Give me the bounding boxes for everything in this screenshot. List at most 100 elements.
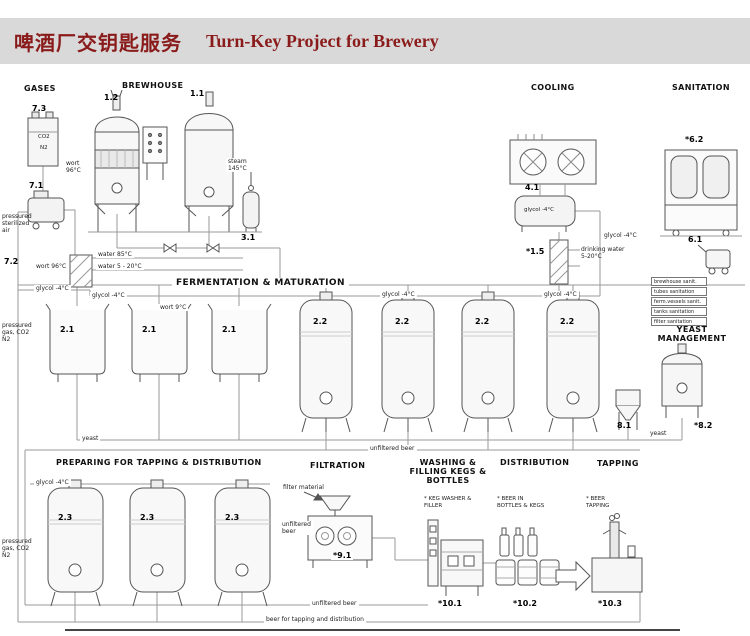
section-preparing: PREPARING FOR TAPPING & DISTRIBUTION	[56, 458, 262, 467]
component-label-2-1-a: 2.1	[60, 325, 75, 334]
component-label-1-1: 1.1	[190, 89, 205, 98]
component-label-10-3: *10.3	[598, 599, 622, 608]
sanitation-list-item: tubes sanitation	[651, 287, 707, 296]
component-label-2-1-c: 2.1	[222, 325, 237, 334]
open-fermenter-2-1-b	[127, 303, 192, 382]
label-glycol-a: glycol -4°C	[34, 285, 71, 293]
label-co2: CO2	[38, 134, 50, 140]
page-title-english: Turn-Key Project for Brewery	[206, 30, 439, 51]
component-label-8-2: *8.2	[694, 421, 713, 430]
label-unfiltered-b: unfiltered beer	[280, 521, 314, 536]
filter-9-1	[307, 495, 373, 568]
label-glycol-e: glycol -4°C	[602, 232, 639, 240]
sanitation-trolley-6-1	[697, 244, 731, 275]
beer-tap-10-3	[591, 513, 643, 593]
label-glycol-d: glycol -4°C	[542, 291, 579, 299]
label-glycol-b: glycol -4°C	[90, 292, 127, 300]
brew-kettle-1-2	[94, 89, 140, 232]
component-label-7-2: 7.2	[4, 257, 19, 266]
maturation-tank-2-2-d	[546, 291, 600, 433]
maturation-tank-2-2-a	[299, 291, 353, 433]
component-label-2-3-a: 2.3	[58, 513, 73, 522]
open-fermenter-2-1-c	[207, 303, 272, 382]
label-keg-washer: * KEG WASHER & FILLER	[424, 496, 472, 509]
label-unfiltered-a: unfiltered beer	[368, 445, 417, 453]
serving-tank-2-3-b	[129, 479, 186, 607]
heat-exchanger-7-2	[69, 254, 93, 288]
component-label-7-3: 7.3	[32, 104, 47, 113]
component-label-1-5: *1.5	[526, 247, 545, 256]
component-label-2-3-c: 2.3	[225, 513, 240, 522]
label-pressured-gas-b: pressured gas, CO2 N2	[2, 538, 32, 560]
label-n2: N2	[40, 145, 48, 151]
component-label-10-1: *10.1	[438, 599, 462, 608]
component-label-2-2-c: 2.2	[475, 317, 490, 326]
section-fermentation: FERMENTATION & MATURATION	[172, 278, 349, 289]
component-label-3-1: 3.1	[241, 233, 256, 242]
label-glycol-tank-f: glycol -4°C	[524, 207, 555, 213]
sanitation-list-item: tanks sanitation	[651, 307, 707, 316]
section-sanitation: SANITATION	[672, 83, 730, 92]
label-drinking-water: drinking water 5-20°C	[581, 246, 625, 261]
label-water-5-20: water 5 - 20°C	[96, 263, 144, 271]
glycol-tank-4-1	[514, 184, 576, 232]
maturation-tank-2-2-c	[461, 291, 515, 433]
keg-washer-10-1	[427, 519, 484, 596]
sanitation-unit-6-2	[660, 149, 742, 237]
valve-icons	[163, 243, 220, 253]
label-pressured-gas-a: pressured gas, CO2 N2	[2, 322, 32, 344]
label-wort-96-b: wort 96°C	[34, 263, 69, 271]
label-unfiltered-c: unfiltered beer	[310, 600, 359, 608]
section-tapping: TAPPING	[597, 459, 639, 468]
component-label-2-2-b: 2.2	[395, 317, 410, 326]
control-panel	[142, 126, 168, 180]
component-label-7-1: 7.1	[29, 181, 44, 190]
label-glycol-g: glycol -4°C	[34, 479, 71, 487]
bottles-and-kegs-10-2	[495, 527, 560, 586]
sanitation-list-item: brewhouse sanit.	[651, 277, 707, 286]
section-brewhouse: BREWHOUSE	[122, 81, 184, 90]
yeast-tank-8-2	[661, 343, 703, 418]
component-label-1-2: 1.2	[104, 93, 119, 102]
yeast-vessel-8-1	[615, 389, 641, 430]
component-label-10-2: *10.2	[513, 599, 537, 608]
heat-exchanger-1-5	[549, 239, 569, 285]
label-filter-material: filter material	[281, 484, 326, 492]
title-bar: 啤酒厂交钥匙服务 Turn-Key Project for Brewery	[0, 18, 750, 64]
page-title-chinese: 啤酒厂交钥匙服务	[14, 30, 182, 55]
maturation-tank-2-2-b	[381, 291, 435, 433]
section-yeast-management: YEAST MANAGEMENT	[657, 325, 727, 344]
filter-material-arrow	[303, 491, 323, 501]
section-distribution: DISTRIBUTION	[500, 458, 570, 467]
component-label-2-2-a: 2.2	[313, 317, 328, 326]
flow-arrow	[555, 560, 591, 592]
label-beer-for-tapping: beer for tapping and distribution	[264, 616, 366, 624]
component-label-2-2-d: 2.2	[560, 317, 575, 326]
label-yeast-a: yeast	[80, 435, 101, 443]
serving-tank-2-3-c	[214, 479, 271, 607]
component-label-4-1: 4.1	[525, 183, 540, 192]
open-fermenter-2-1-a	[45, 303, 110, 382]
component-label-6-2: *6.2	[685, 135, 704, 144]
label-beer-tapping: * BEER TAPPING	[586, 496, 610, 509]
component-label-2-1-b: 2.1	[142, 325, 157, 334]
component-label-6-1: 6.1	[688, 235, 703, 244]
label-beer-in-bottles: * BEER IN BOTTLES & KEGS	[497, 496, 545, 509]
label-pressured-air: pressured sterilized air	[2, 213, 32, 235]
label-steam-145: steam 145°C	[226, 158, 258, 173]
label-glycol-c: glycol -4°C	[380, 291, 417, 299]
label-water-85: water 85°C	[96, 251, 134, 259]
brew-kettle-1-1	[184, 91, 234, 232]
label-wort-96-a: wort 96°C	[64, 160, 92, 175]
component-label-9-1: *9.1	[331, 551, 354, 560]
component-label-2-3-b: 2.3	[140, 513, 155, 522]
gas-cylinders-7-3	[27, 111, 59, 167]
sanitation-list-item: filter sanitation	[651, 317, 707, 326]
air-compressor-7-1	[27, 190, 65, 230]
cooling-condenser	[509, 134, 597, 185]
section-cooling: COOLING	[531, 83, 575, 92]
section-washing: WASHING & FILLING KEGS & BOTTLES	[409, 458, 487, 486]
sanitation-list-item: ferm.vessels sanit.	[651, 297, 707, 306]
label-yeast-b: yeast	[648, 430, 669, 438]
